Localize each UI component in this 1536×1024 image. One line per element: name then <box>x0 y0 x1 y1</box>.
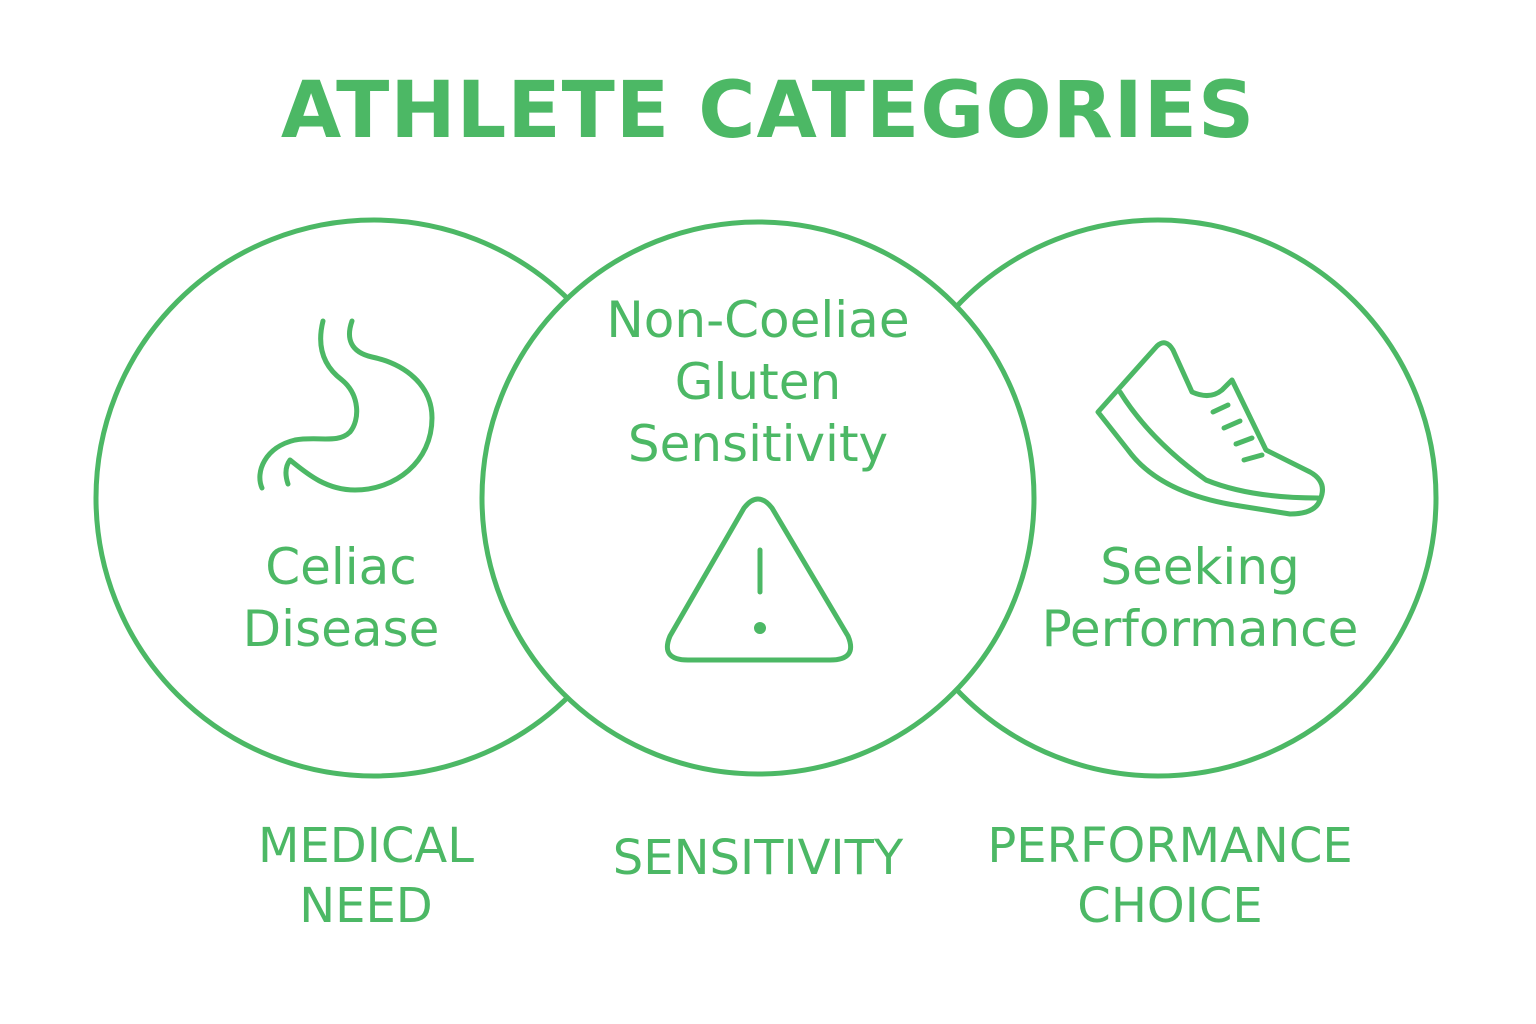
category-line: CHOICE <box>1077 878 1263 934</box>
label-line: Sensitivity <box>627 415 889 473</box>
label-line: Performance <box>1041 600 1359 658</box>
sensitivity-label: SENSITIVITY <box>578 828 938 888</box>
label-line: Disease <box>242 600 440 658</box>
ncgs-label: Non-Coeliae Gluten Sensitivity <box>578 289 938 475</box>
medical-need-label: MEDICAL NEED <box>216 816 516 936</box>
category-line: MEDICAL <box>258 818 474 874</box>
stomach-icon <box>257 318 435 493</box>
label-line: Gluten <box>674 353 842 411</box>
label-line: Celiac <box>265 538 417 596</box>
performance-choice-label: PERFORMANCE CHOICE <box>960 816 1380 936</box>
page-title: ATHLETE CATEGORIES <box>280 66 1256 156</box>
label-line: Non-Coeliae <box>606 291 910 349</box>
label-line: Seeking <box>1100 538 1300 596</box>
celiac-disease-label: Celiac Disease <box>206 536 476 660</box>
running-shoe-icon <box>1095 340 1325 517</box>
category-line: SENSITIVITY <box>612 830 904 886</box>
category-line: PERFORMANCE <box>987 818 1353 874</box>
warning-triangle-icon <box>664 496 854 663</box>
seeking-performance-label: Seeking Performance <box>1000 536 1400 660</box>
category-line: NEED <box>299 878 433 934</box>
